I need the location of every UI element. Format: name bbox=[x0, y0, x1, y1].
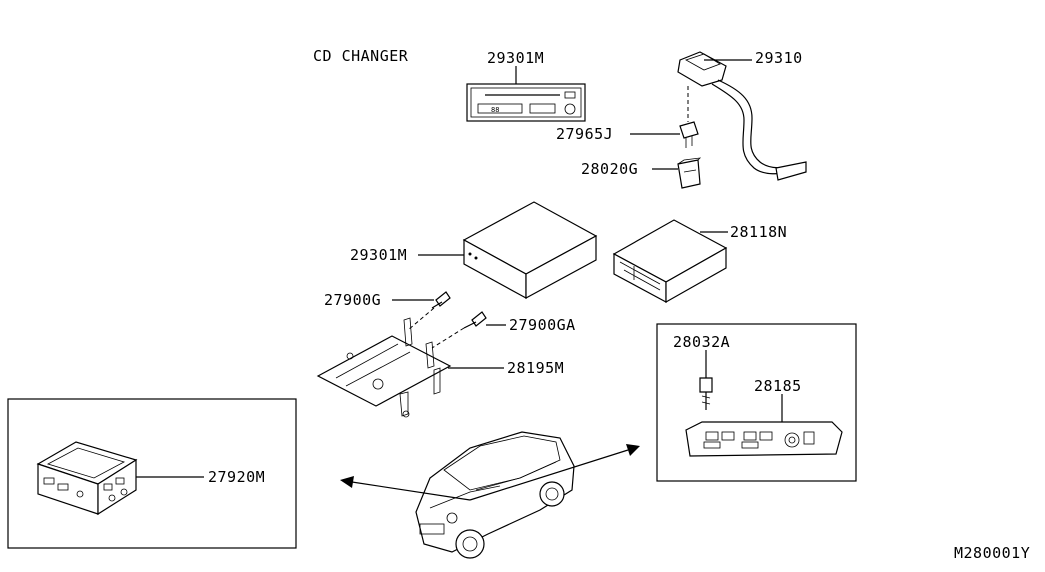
svg-text:88: 88 bbox=[491, 106, 499, 114]
screw-28032a-illustration bbox=[699, 377, 713, 410]
part-29301m-label: 29301M bbox=[350, 246, 407, 264]
switch-panel-inset-box bbox=[656, 323, 857, 482]
part-27900g-label: 27900G bbox=[324, 291, 381, 309]
amplifier-illustration bbox=[36, 441, 138, 516]
switch-panel-illustration bbox=[685, 421, 843, 457]
dashed-guide bbox=[407, 307, 435, 331]
harness-illustration bbox=[677, 51, 807, 181]
part-27900ga-label: 27900GA bbox=[509, 316, 576, 334]
part-28020g-label: 28020G bbox=[581, 160, 638, 178]
cd-case-illustration bbox=[612, 219, 728, 304]
bracket-illustration bbox=[316, 317, 452, 418]
part-28185-label: 28185 bbox=[754, 377, 802, 395]
part-28118n-label: 28118N bbox=[730, 223, 787, 241]
part-28195m-label: 28195M bbox=[507, 359, 564, 377]
amplifier-inset-box bbox=[7, 398, 297, 549]
screw-27900g-illustration bbox=[431, 291, 451, 309]
arrow-to-switch-panel bbox=[469, 444, 640, 501]
head-unit-illustration: 88 bbox=[466, 83, 586, 122]
part-27920m-label: 27920M bbox=[208, 468, 265, 486]
screw-27900ga-illustration bbox=[463, 311, 487, 329]
fuse-holder-illustration bbox=[677, 157, 702, 189]
fuse-illustration bbox=[679, 121, 699, 148]
arrow-to-amplifier bbox=[340, 476, 471, 501]
part-29301m-top-label: 29301M bbox=[487, 49, 544, 67]
part-29310-label: 29310 bbox=[755, 49, 803, 67]
section-title: CD CHANGER bbox=[313, 47, 409, 65]
dashed-guide bbox=[431, 327, 465, 349]
part-28032a-label: 28032A bbox=[673, 333, 730, 351]
cd-changer-illustration bbox=[462, 201, 598, 300]
part-27965j-label: 27965J bbox=[556, 125, 613, 143]
diagram-code: M280001Y bbox=[954, 544, 1030, 562]
